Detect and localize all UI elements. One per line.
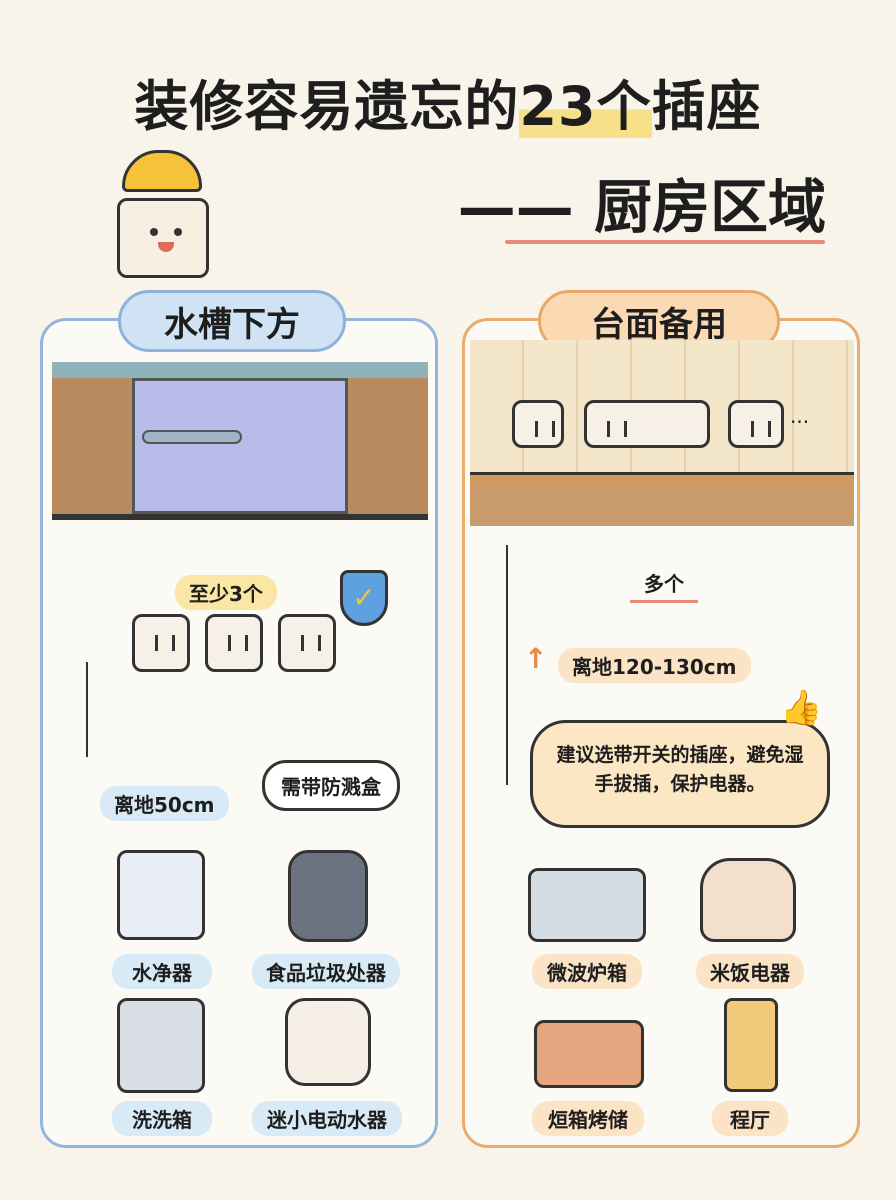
- title-highlight: 23个: [519, 75, 652, 138]
- socket-count-label: 至少3个: [175, 575, 277, 610]
- page-title: 装修容易遗忘的23个插座: [0, 62, 896, 141]
- height-arrow-icon: [506, 545, 508, 785]
- water-heater-icon: [285, 998, 371, 1086]
- sink-section-label: 水槽下方: [118, 290, 346, 352]
- appliance-label: 微波炉箱: [532, 954, 642, 989]
- subtitle-underline: [505, 240, 825, 244]
- socket-icon: [728, 400, 784, 448]
- countertop-height-label: 离地120-130cm: [558, 648, 751, 683]
- oven-icon: [534, 1020, 644, 1088]
- tip-bubble: 建议选带开关的插座，避免湿手拔插，保护电器。: [530, 720, 830, 828]
- sink-height-label: 离地50cm: [100, 786, 229, 821]
- garbage-disposal-icon: [288, 850, 368, 942]
- dishwasher-icon: [117, 998, 205, 1093]
- appliance-label: 食品垃圾处器: [252, 954, 400, 989]
- appliance-label: 迷小电动水器: [252, 1101, 402, 1136]
- appliance-label: 水净器: [112, 954, 212, 989]
- socket-icon: [512, 400, 564, 448]
- title-text: 装修容易遗忘的: [134, 75, 520, 138]
- height-arrow-icon: [86, 662, 88, 757]
- blender-icon: [724, 998, 778, 1092]
- water-purifier-icon: [117, 850, 205, 940]
- more-sockets-ellipsis: ···: [790, 410, 810, 434]
- appliance-label: 程厅: [712, 1101, 788, 1136]
- appliance-label: 米饭电器: [696, 954, 804, 989]
- title-text-end: 插座: [651, 75, 762, 138]
- appliance-label: 烜箱烤储: [532, 1101, 644, 1136]
- socket-icon: [205, 614, 263, 672]
- thumbs-up-icon: 👍: [780, 688, 823, 728]
- socket-icon: [132, 614, 190, 672]
- rice-cooker-icon: [700, 858, 796, 942]
- microwave-icon: [528, 868, 646, 942]
- subtitle: —— 厨房区域: [457, 173, 826, 241]
- sink-cabinet-illustration: [52, 362, 428, 520]
- appliance-label: 洗洗箱: [112, 1101, 212, 1136]
- mascot-house-icon: [112, 150, 222, 280]
- up-arrow-icon: ↑: [524, 642, 548, 675]
- splash-guard-shield-icon: ✓: [340, 570, 388, 626]
- socket-icon: [278, 614, 336, 672]
- socket-count-label: 多个: [630, 565, 698, 603]
- splash-box-note: 需带防溅盒: [262, 760, 400, 811]
- double-socket-icon: [584, 400, 710, 448]
